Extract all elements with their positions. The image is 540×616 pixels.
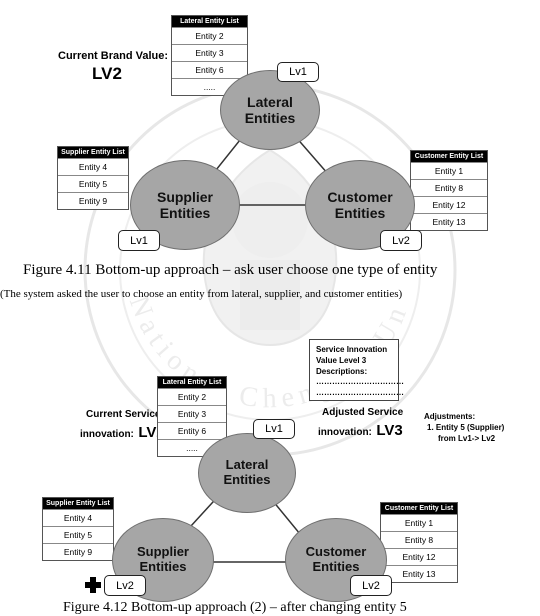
list-item: Entity 1: [381, 514, 457, 531]
list-item: Entity 1: [411, 162, 487, 179]
customer-entities-node: Customer Entities: [285, 518, 387, 602]
list-item: Entity 12: [381, 548, 457, 565]
lateral-level-badge: Lv1: [277, 62, 319, 82]
lateral-entity-list: Lateral Entity List Entity 2 Entity 3 En…: [157, 376, 227, 457]
node-label: Lateral: [247, 93, 293, 110]
figure-caption: Figure 4.12 Bottom-up approach (2) – aft…: [63, 600, 407, 615]
node-label: Entities: [159, 205, 211, 221]
current-service-label: Current Service: [86, 409, 161, 420]
lateral-entities-node: Lateral Entities: [220, 70, 320, 150]
adjustments-note: Adjustments: 1. Entity 5 (Supplier) from…: [424, 412, 504, 444]
list-item: Entity 4: [58, 158, 128, 175]
supplier-level-badge: Lv1: [118, 230, 160, 251]
node-label: Lateral: [225, 457, 269, 473]
list-header: Supplier Entity List: [43, 498, 113, 509]
customer-entity-list: Customer Entity List Entity 1 Entity 8 E…: [410, 150, 488, 231]
adjustments-item-detail: from Lv1-> Lv2: [438, 433, 496, 443]
list-item: Entity 13: [381, 565, 457, 582]
supplier-entity-list: Supplier Entity List Entity 4 Entity 5 E…: [57, 146, 129, 210]
supplier-entity-list: Supplier Entity List Entity 4 Entity 5 E…: [42, 497, 114, 561]
current-service-label-2: innovation:: [80, 429, 134, 440]
list-item: Entity 2: [172, 27, 247, 44]
node-label: Customer: [327, 188, 393, 205]
list-header: Customer Entity List: [381, 503, 457, 514]
list-item: .....: [158, 439, 226, 456]
figure-caption: Figure 4.11 Bottom-up approach – ask use…: [23, 262, 438, 278]
node-label: Supplier: [136, 544, 189, 560]
list-item: Entity 6: [158, 422, 226, 439]
adjusted-service-label: Adjusted Service: [322, 407, 404, 418]
customer-level-badge: Lv2: [350, 575, 392, 596]
list-item: Entity 3: [172, 44, 247, 61]
brand-value-label: Current Brand Value:: [58, 50, 169, 62]
adjusted-service-level: LV3: [376, 422, 403, 439]
list-item: Entity 4: [43, 509, 113, 526]
list-item: Entity 6: [172, 61, 247, 78]
list-item: Entity 5: [58, 175, 128, 192]
supplier-level-badge: Lv2: [104, 575, 146, 596]
list-item: Entity 9: [58, 192, 128, 209]
current-service-value: innovation: LV2: [80, 424, 165, 442]
list-item: Entity 12: [411, 196, 487, 213]
list-header: Customer Entity List: [411, 151, 487, 162]
list-item: Entity 5: [43, 526, 113, 543]
lateral-level-badge: Lv1: [253, 419, 295, 439]
figure-subcaption: (The system asked the user to choose an …: [0, 288, 403, 300]
list-item: Entity 2: [158, 388, 226, 405]
lateral-entities-node: Lateral Entities: [198, 433, 296, 513]
node-label: Entities: [139, 559, 187, 574]
list-item: Entity 8: [411, 179, 487, 196]
desc-line: Service Innovation: [316, 345, 388, 354]
adjustments-item: 1. Entity 5 (Supplier): [427, 422, 505, 432]
customer-entity-list: Customer Entity List Entity 1 Entity 8 E…: [380, 502, 458, 583]
desc-line: Descriptions:: [316, 366, 368, 376]
desc-dots: ……………………………: [316, 388, 404, 398]
list-item: Entity 3: [158, 405, 226, 422]
brand-value-level: LV2: [92, 64, 122, 83]
adjustments-title: Adjustments:: [424, 412, 476, 421]
list-item: Entity 13: [411, 213, 487, 230]
list-item: Entity 8: [381, 531, 457, 548]
customer-level-badge: Lv2: [380, 230, 422, 251]
desc-dots: ……………………………: [316, 377, 404, 387]
node-label: Entities: [244, 110, 296, 126]
node-label: Entities: [334, 205, 386, 221]
service-innovation-description: Service Innovation Value Level 3 Descrip…: [309, 339, 404, 401]
list-header: Supplier Entity List: [58, 147, 128, 158]
node-label: Supplier: [156, 188, 213, 205]
node-label: Entities: [223, 472, 271, 487]
adjusted-service-label-2: innovation:: [318, 427, 372, 438]
changed-marker-icon: [85, 577, 101, 593]
node-label: Entities: [312, 559, 360, 574]
desc-line: Value Level 3: [316, 355, 367, 365]
list-item: .....: [172, 78, 247, 95]
list-header: Lateral Entity List: [158, 377, 226, 388]
list-header: Lateral Entity List: [172, 16, 247, 27]
list-item: Entity 9: [43, 543, 113, 560]
adjusted-service-value: innovation: LV3: [318, 422, 403, 440]
node-label: Customer: [305, 544, 367, 560]
